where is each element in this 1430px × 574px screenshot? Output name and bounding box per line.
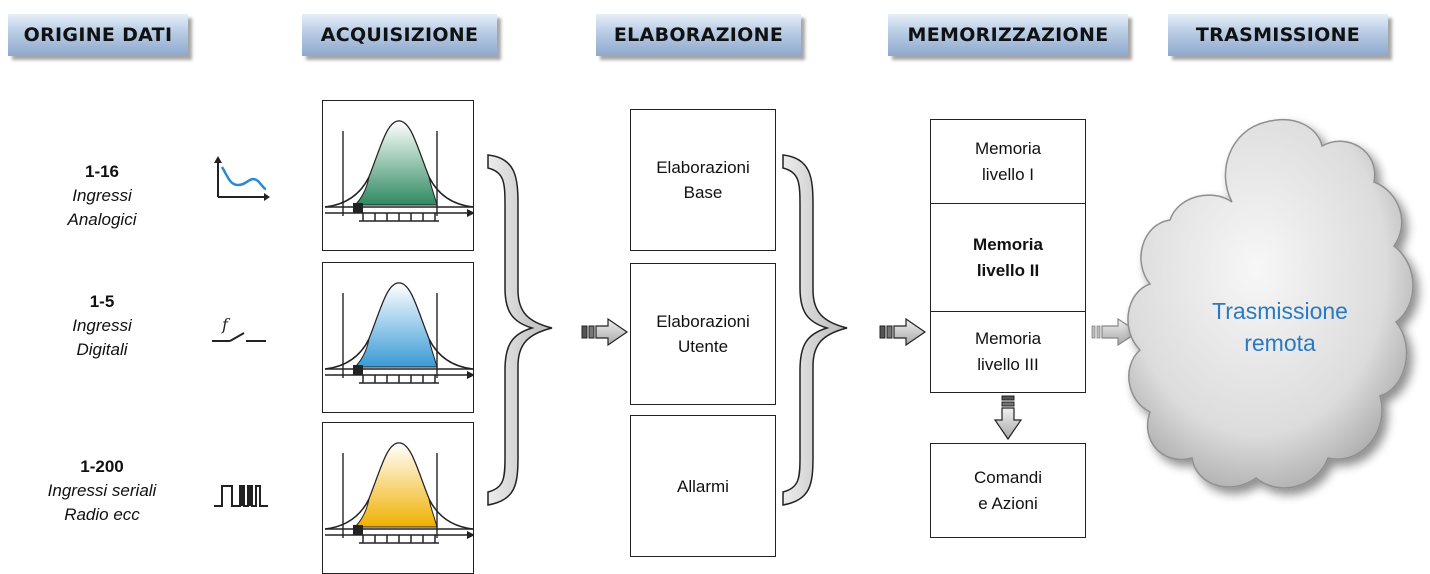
memory-level-2-line2: livello II [976, 261, 1040, 280]
arrow-to-actions [993, 395, 1023, 441]
bell-curve-chart-icon [324, 282, 473, 384]
memory-level-3-line2: livello III [977, 355, 1039, 374]
digital-switch-icon: f [212, 315, 266, 342]
bell-curve-chart-icon [324, 120, 473, 222]
stage-header-acquisizione: ACQUISIZIONE [302, 14, 497, 56]
stage-header-elaborazione: ELABORAZIONE [596, 14, 801, 56]
memory-level-3-line1: Memoria [974, 329, 1042, 348]
memory-level-1-line2: livello I [982, 165, 1034, 184]
source-analog-label: 1-16 Ingressi Analogici [7, 160, 197, 232]
source-analog-line2: Analogici [67, 210, 137, 229]
actions-line2: e Azioni [978, 493, 1038, 513]
processing-base-line1: Elaborazioni [656, 158, 750, 177]
source-digital-line2: Digitali [76, 340, 128, 359]
acquisition-analog-box [322, 100, 474, 251]
memory-level-1-box: Memoria livello I [930, 119, 1086, 205]
analog-signal-icon [214, 156, 270, 201]
source-serial-line2: Radio ecc [64, 505, 140, 524]
actions-line1: Comandi [973, 467, 1043, 487]
processing-alarms-box: Allarmi [630, 415, 776, 557]
stage-header-memorizzazione: MEMORIZZAZIONE [888, 14, 1128, 56]
processing-base-box: Elaborazioni Base [630, 109, 776, 251]
transmission-line1: Trasmissione [1212, 298, 1348, 324]
source-analog-line1: Ingressi [72, 186, 132, 205]
arrow-to-transmission [1091, 317, 1140, 347]
processing-user-box: Elaborazioni Utente [630, 263, 776, 405]
source-serial-line1: Ingressi seriali [47, 481, 157, 500]
arrow-to-memory [879, 317, 927, 347]
stage-header-origine-dati: ORIGINE DATI [8, 14, 188, 56]
source-digital-label: 1-5 Ingressi Digitali [7, 290, 197, 362]
bell-curve-chart-icon [324, 442, 473, 544]
actions-box: Comandi e Azioni [930, 443, 1086, 538]
merge-brace-2 [782, 154, 848, 506]
processing-user-line2: Utente [677, 337, 729, 356]
source-digital-line1: Ingressi [72, 316, 132, 335]
stage-header-trasmissione: TRASMISSIONE [1168, 14, 1388, 56]
processing-user-line1: Elaborazioni [656, 312, 750, 331]
svg-text:f: f [221, 315, 231, 334]
serial-pulse-icon [214, 485, 268, 507]
processing-alarms-line1: Allarmi [677, 476, 729, 496]
transmission-line2: remota [1244, 330, 1316, 356]
acquisition-serial-box [322, 422, 474, 574]
acquisition-digital-box [322, 262, 474, 413]
source-serial-label: 1-200 Ingressi seriali Radio ecc [0, 455, 204, 527]
source-analog-count: 1-16 [84, 162, 120, 181]
processing-base-line2: Base [683, 183, 723, 202]
memory-level-3-box: Memoria livello III [930, 311, 1086, 393]
memory-level-2-line1: Memoria [973, 235, 1043, 254]
transmission-label: Trasmissione remota [1170, 295, 1390, 359]
source-digital-count: 1-5 [89, 292, 115, 311]
arrow-to-processing [581, 317, 629, 347]
memory-level-1-line1: Memoria [974, 139, 1042, 158]
merge-brace-1 [487, 154, 553, 506]
source-serial-count: 1-200 [80, 457, 124, 476]
cloud-shape [1127, 118, 1414, 489]
memory-level-2-box: Memoria livello II [930, 203, 1086, 313]
